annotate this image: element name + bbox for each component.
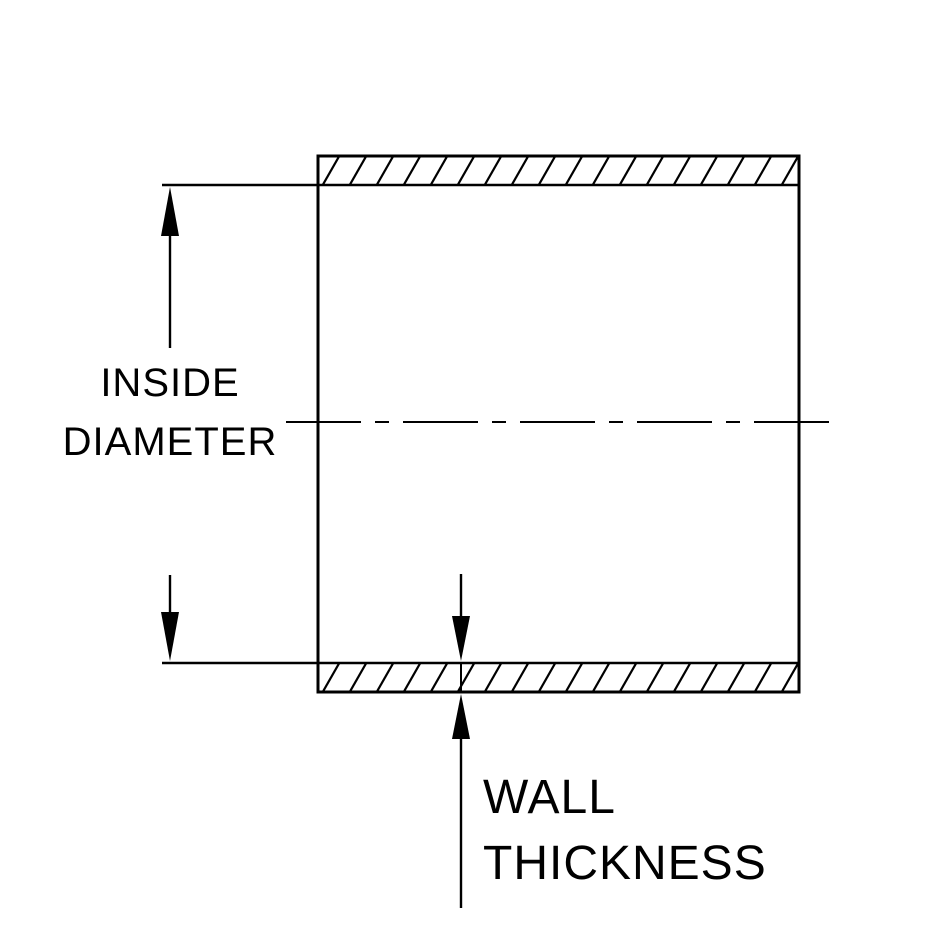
wall-thickness-arrow-down xyxy=(452,616,470,661)
wall-thickness-label-line2: THICKNESS xyxy=(483,837,767,890)
inside-diameter-label-line1: INSIDE xyxy=(100,361,239,405)
top-wall-hatch xyxy=(318,156,799,185)
wall-thickness-label-line1: WALL xyxy=(483,771,616,824)
inside-diameter-arrow-down xyxy=(161,612,179,661)
tube-outline xyxy=(316,154,801,694)
bottom-wall-hatch xyxy=(318,663,799,692)
wall-thickness-arrow-up xyxy=(452,694,470,739)
inside-diameter-arrow-up xyxy=(161,187,179,236)
inside-diameter-label-line2: DIAMETER xyxy=(63,420,278,464)
